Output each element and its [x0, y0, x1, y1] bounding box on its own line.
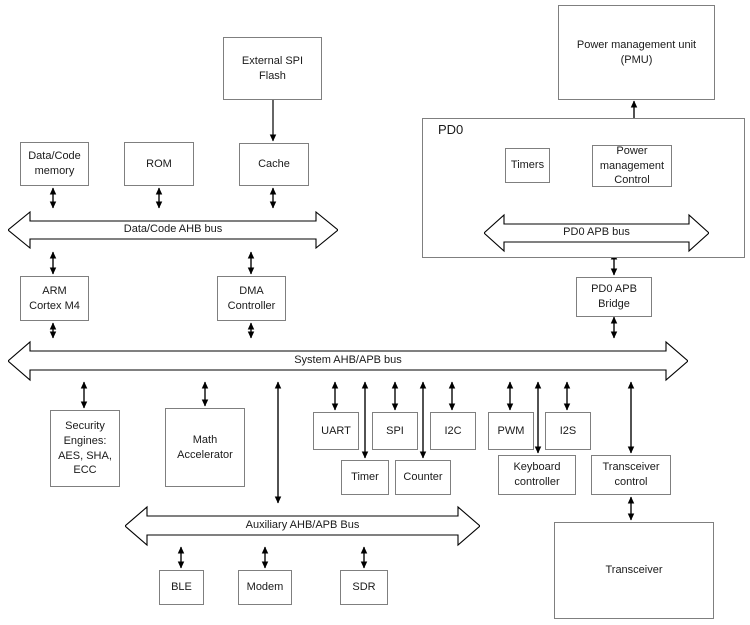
bus-system-ahb-apb: System AHB/APB bus — [8, 340, 688, 382]
block-pd0-apb-bridge[interactable]: PD0 APB Bridge — [576, 277, 652, 317]
block-transceiver-control[interactable]: Transceiver control — [591, 455, 671, 495]
block-timer[interactable]: Timer — [341, 460, 389, 495]
block-i2c[interactable]: I2C — [430, 412, 476, 450]
block-external-spi-flash[interactable]: External SPI Flash — [223, 37, 322, 100]
block-timers[interactable]: Timers — [505, 148, 550, 183]
block-counter[interactable]: Counter — [395, 460, 451, 495]
block-pwm[interactable]: PWM — [488, 412, 534, 450]
bus-data-code-ahb: Data/Code AHB bus — [8, 210, 338, 250]
block-transceiver[interactable]: Transceiver — [554, 522, 714, 619]
block-ble[interactable]: BLE — [159, 570, 204, 605]
block-spi[interactable]: SPI — [372, 412, 418, 450]
block-rom[interactable]: ROM — [124, 142, 194, 186]
block-pmu[interactable]: Power management unit (PMU) — [558, 5, 715, 100]
group-pd0-label: PD0 — [438, 122, 464, 137]
block-i2s[interactable]: I2S — [545, 412, 591, 450]
block-power-management-control[interactable]: Power management Control — [592, 145, 672, 187]
block-cache[interactable]: Cache — [239, 143, 309, 186]
block-keyboard-controller[interactable]: Keyboard controller — [498, 455, 576, 495]
bus-auxiliary-ahb-apb: Auxiliary AHB/APB Bus — [125, 505, 480, 547]
block-dma-controller[interactable]: DMA Controller — [217, 276, 286, 321]
block-data-code-memory[interactable]: Data/Code memory — [20, 142, 89, 186]
block-modem[interactable]: Modem — [238, 570, 292, 605]
block-uart[interactable]: UART — [313, 412, 359, 450]
block-security-engines[interactable]: Security Engines: AES, SHA, ECC — [50, 410, 120, 487]
block-arm-cortex-m4[interactable]: ARM Cortex M4 — [20, 276, 89, 321]
bus-pd0-apb: PD0 APB bus — [484, 213, 709, 253]
block-sdr[interactable]: SDR — [340, 570, 388, 605]
block-math-accelerator[interactable]: Math Accelerator — [165, 408, 245, 487]
